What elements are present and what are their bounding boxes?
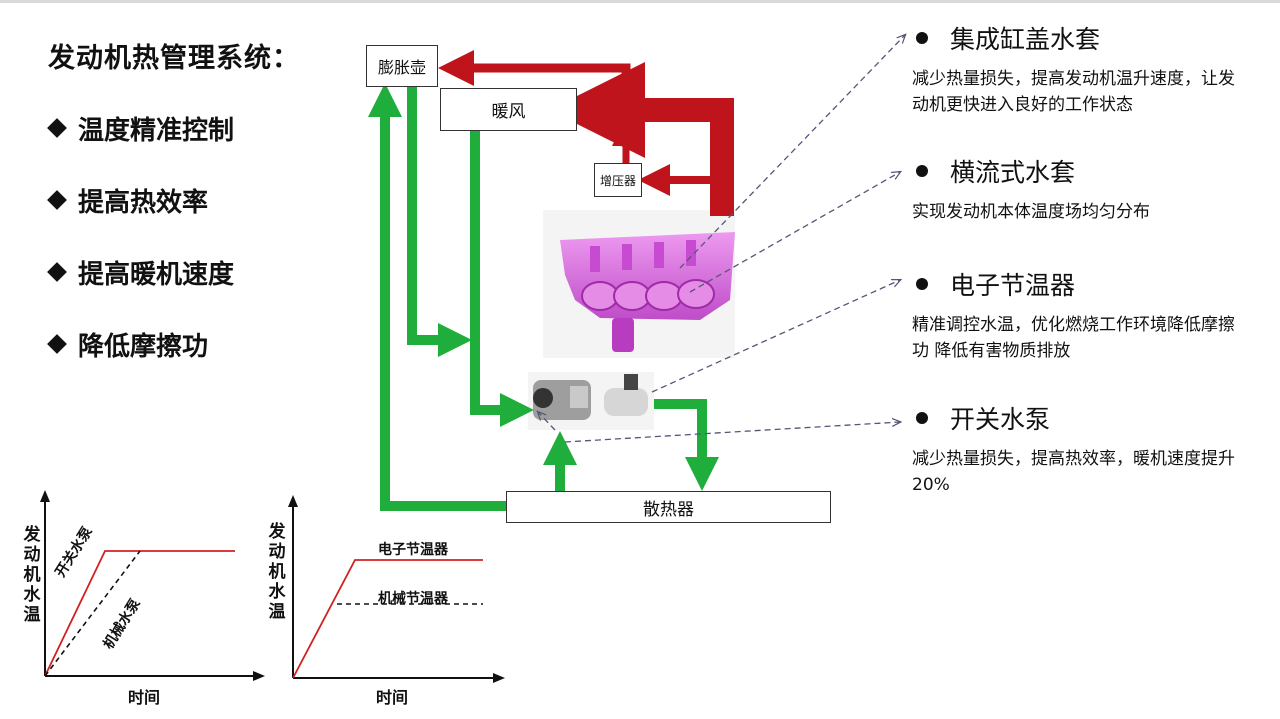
chart2-series-label: 机械节温器: [378, 591, 448, 607]
chart2-axes: [288, 495, 505, 683]
top-divider: [0, 0, 1280, 3]
chart2-y-axis-title: 发动机水温: [268, 522, 286, 622]
feature-title: 电子节温器: [950, 271, 1076, 300]
bullet-dot-icon: [916, 165, 928, 177]
feature-description: 减少热量损失，提高热效率，暖机速度提升20%: [912, 449, 1235, 495]
feature-item: 集成缸盖水套 减少热量损失，提高发动机温升速度，让发动机更快进入良好的工作状态: [912, 22, 1242, 118]
radiator-box: 散热器: [506, 491, 831, 523]
benefit-item: 提高暖机速度: [46, 254, 234, 290]
chart1-series-mechanical-pump: [44, 550, 141, 677]
feature-title: 开关水泵: [950, 405, 1051, 434]
benefit-item: 温度精准控制: [46, 110, 234, 146]
heater-box: 暖风: [440, 88, 577, 131]
feature-item: 电子节温器 精准调控水温，优化燃烧工作环境降低摩擦功 降低有害物质排放: [912, 268, 1242, 364]
benefit-label: 温度精准控制: [78, 115, 235, 146]
benefit-label: 提高暖机速度: [78, 259, 235, 290]
benefit-label: 提高热效率: [78, 187, 209, 218]
chart2-series-label: 电子节温器: [378, 542, 448, 558]
hot-coolant-flow: [438, 50, 734, 216]
bullet-dot-icon: [916, 412, 928, 424]
feature-item: 横流式水套 实现发动机本体温度场均匀分布: [912, 155, 1242, 225]
benefit-label: 降低摩擦功: [78, 331, 209, 362]
bullet-dot-icon: [916, 278, 928, 290]
callout-arrows: [538, 35, 905, 443]
turbocharger-box: 增压器: [594, 163, 642, 197]
feature-description: 精准调控水温，优化燃烧工作环境降低摩擦功 降低有害物质排放: [912, 315, 1235, 361]
chart1-x-axis-title: 时间: [128, 688, 161, 707]
bullet-dot-icon: [916, 32, 928, 44]
feature-title: 横流式水套: [950, 158, 1076, 187]
pump-thermostat-image: [528, 372, 654, 430]
chart1-axes: [40, 490, 265, 681]
feature-item: 开关水泵 减少热量损失，提高热效率，暖机速度提升20%: [912, 402, 1242, 498]
engine-block-image: [543, 210, 735, 358]
chart1-series-switch-pump: [44, 550, 235, 677]
feature-title: 集成缸盖水套: [950, 25, 1101, 54]
benefit-item: 降低摩擦功: [46, 326, 234, 362]
chart1-y-axis-title: 发动机水温: [23, 525, 41, 625]
cold-coolant-flow: [367, 83, 720, 511]
page-title: 发动机热管理系统：: [48, 43, 300, 74]
feature-description: 减少热量损失，提高发动机温升速度，让发动机更快进入良好的工作状态: [912, 69, 1235, 115]
feature-description: 实现发动机本体温度场均匀分布: [912, 202, 1150, 222]
benefit-item: 提高热效率: [46, 182, 234, 218]
expansion-tank-box: 膨胀壶: [366, 45, 438, 87]
benefit-list: 温度精准控制 提高热效率 提高暖机速度 降低摩擦功: [46, 110, 234, 398]
chart2-x-axis-title: 时间: [376, 688, 409, 707]
chart2-series-electronic-thermostat: [292, 559, 483, 679]
